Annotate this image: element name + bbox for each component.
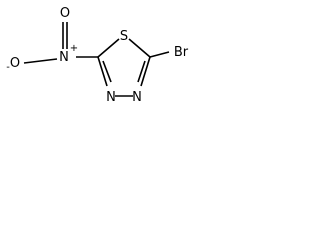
bond-c2-n3 — [140, 56, 151, 87]
nitro-nitrogen-charge: + — [70, 43, 78, 54]
bonds — [23, 22, 170, 97]
nitro-oxygen-charge: - — [6, 62, 10, 73]
ring-nitrogen-right-label: N — [132, 90, 142, 105]
structure-canvas: S Br N N N O O + - — [0, 0, 196, 126]
bond-c2-n3-double — [137, 60, 146, 83]
sulfur-label: S — [120, 29, 128, 44]
nitro-nitrogen-label: N — [59, 50, 69, 65]
bond-s-c2 — [128, 38, 151, 58]
bond-n4-c5 — [97, 56, 108, 87]
bond-nitro-n-o-left — [23, 58, 58, 64]
bond-c5-s — [97, 38, 120, 58]
nitro-oxygen-left-label: O — [10, 56, 20, 71]
molecule-diagram: S Br N N N O O + - — [6, 6, 189, 105]
bond-n4-c5-double — [102, 60, 112, 83]
ring-nitrogen-left-label: N — [106, 90, 116, 105]
nitro-oxygen-top-label: O — [60, 6, 70, 21]
bromine-label: Br — [174, 45, 189, 60]
bond-c2-br — [149, 51, 170, 58]
